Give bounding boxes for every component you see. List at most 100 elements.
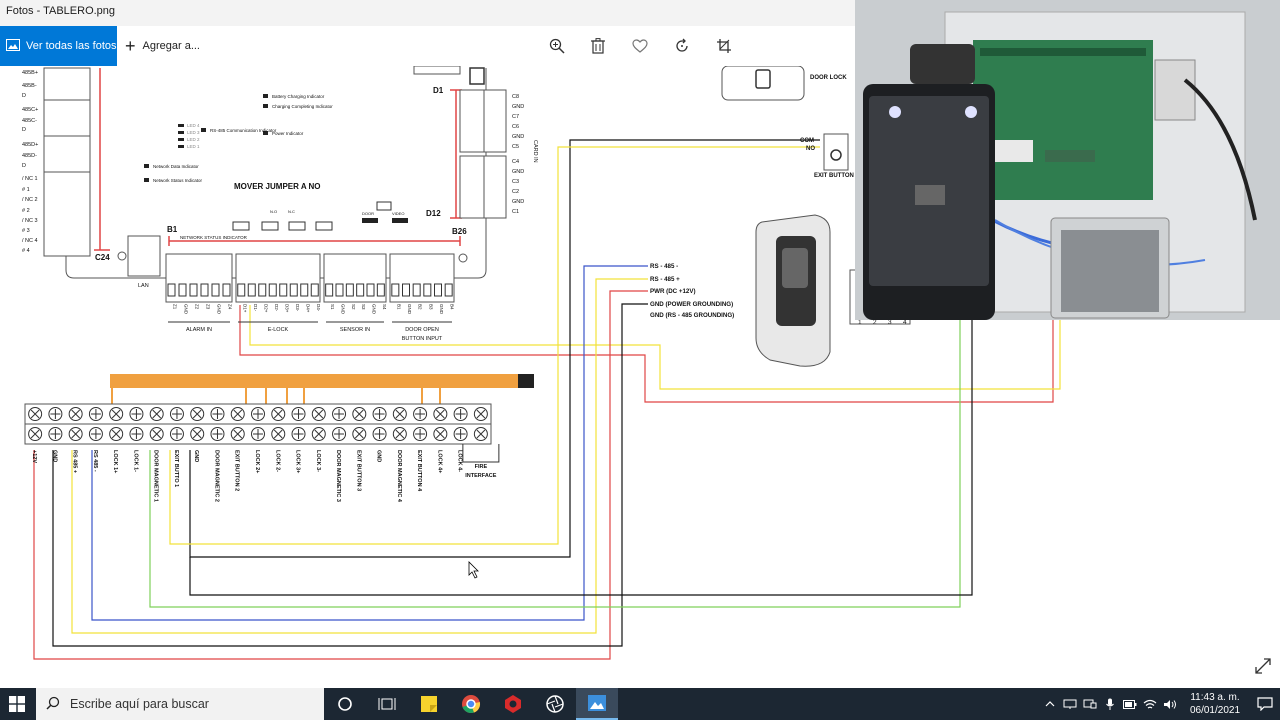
terminal-label: LOCK 1+	[112, 450, 118, 473]
panel-left-label: # 4	[22, 248, 30, 254]
terminal-screw-slot	[233, 429, 243, 439]
add-to-label: Agregar a...	[142, 40, 200, 52]
panel-left-label: D	[22, 93, 26, 99]
indicator-square	[263, 131, 268, 135]
indicator-label: Charging Completing Indicator	[272, 104, 333, 109]
fullscreen-expand-icon[interactable]	[1254, 657, 1274, 677]
connector-pin	[310, 283, 319, 297]
microphone-icon[interactable]	[1100, 688, 1120, 720]
terminal-label: +12V	[31, 450, 37, 463]
terminal-screw-slot	[395, 409, 405, 419]
indicator-square	[201, 128, 206, 132]
connector-pin	[289, 283, 298, 297]
network-icon[interactable]	[1080, 688, 1100, 720]
connector-pin	[335, 283, 344, 297]
card-in-pin-label: C1	[512, 209, 519, 215]
jumper-label: DOOR	[362, 211, 374, 216]
label-lan: LAN	[138, 283, 149, 289]
battery-icon[interactable]	[1120, 688, 1140, 720]
crop-icon[interactable]	[714, 36, 734, 56]
connector-pin-label: D1+	[242, 304, 247, 313]
wifi-icon[interactable]	[1140, 688, 1160, 720]
group-label: SENSOR IN	[340, 327, 370, 333]
cortana-button[interactable]	[324, 688, 366, 720]
aperture-app[interactable]	[534, 688, 576, 720]
terminal-screw-slot	[314, 409, 324, 419]
notification-center-button[interactable]	[1250, 688, 1280, 720]
terminal-label: EXIT BUTTON 3	[355, 450, 361, 491]
connector-pin	[376, 283, 385, 297]
red-app[interactable]	[492, 688, 534, 720]
indicator-label: Power Indicator	[272, 131, 304, 136]
rotate-icon[interactable]	[672, 36, 692, 56]
sticky-notes-app[interactable]	[408, 688, 450, 720]
terminal-screw-slot	[435, 409, 445, 419]
panel-photo-svg	[855, 0, 1280, 320]
connector-pin-label: B4	[450, 304, 455, 310]
add-to-button[interactable]: + Agregar a...	[125, 26, 200, 66]
connector-pin-label: S3	[361, 304, 366, 310]
terminal-label: RS 485 -	[92, 450, 98, 472]
favorite-heart-icon[interactable]	[630, 36, 650, 56]
connector-pin	[391, 283, 400, 297]
connector-pin-label: D2-	[274, 304, 279, 312]
card-in-pin-label: C5	[512, 144, 519, 150]
delete-icon[interactable]	[588, 36, 608, 56]
terminal-label: LOCK 2+	[254, 450, 260, 473]
connector-pin-label: S4	[382, 304, 387, 310]
windows-logo-icon	[9, 696, 25, 712]
terminal-screw-slot	[253, 429, 263, 439]
connector-pin-label: D3-	[295, 304, 300, 312]
volume-icon[interactable]	[1160, 688, 1180, 720]
taskbar-search-box[interactable]: Escribe aquí para buscar	[36, 688, 324, 720]
panel-left-label: / NC 2	[22, 197, 38, 203]
connector-pin-label: B2	[418, 304, 423, 310]
connector-pin-label: GND	[439, 304, 444, 315]
reader-pin-label: PWR (DC +12V)	[650, 288, 696, 295]
connector-pin-label: Z3	[206, 304, 211, 310]
task-view-button[interactable]	[366, 688, 408, 720]
led-label: LED 3	[187, 130, 200, 135]
connector-pin	[258, 283, 267, 297]
start-button[interactable]	[0, 688, 34, 720]
connector-pin-label: Z4	[228, 304, 233, 310]
chevron-up-icon[interactable]	[1040, 688, 1060, 720]
terminal-screw-slot	[455, 429, 466, 439]
door-lock-label: DOOR LOCK	[810, 75, 847, 81]
photos-app[interactable]	[576, 688, 618, 720]
view-all-photos-button[interactable]: Ver todas las fotos	[0, 26, 117, 66]
connector-pin	[412, 283, 421, 297]
connector-pin-label: GND	[372, 304, 377, 315]
terminal-screw-slot	[50, 409, 61, 419]
terminal-label: GND	[51, 450, 57, 462]
card-in-pin-label: C2	[512, 189, 519, 195]
zoom-icon[interactable]	[547, 36, 567, 56]
chrome-app[interactable]	[450, 688, 492, 720]
projector-icon[interactable]	[1060, 688, 1080, 720]
system-clock[interactable]: 11:43 a. m. 06/01/2021	[1180, 691, 1250, 717]
terminal-screw-slot	[415, 409, 426, 419]
card-in-pin-label: C4	[512, 159, 519, 165]
photos-toolbar: Ver todas las fotos + Agregar a...	[0, 26, 855, 66]
connector-pin	[434, 283, 442, 297]
panel-photo-overlay	[855, 0, 1280, 320]
cortana-circle-icon	[338, 697, 352, 711]
connector-pin	[247, 283, 256, 297]
connector-pin	[167, 283, 176, 297]
connector-pin	[178, 283, 187, 297]
terminal-screw-slot	[435, 429, 445, 439]
connector-pin-label: GND	[184, 304, 189, 315]
panel-left-label: / NC 3	[22, 218, 38, 224]
windows-taskbar: Escribe aquí para buscar	[0, 688, 1280, 720]
connector-pin-label: GND	[341, 304, 346, 315]
terminal-screw-slot	[273, 429, 283, 439]
red-app-icon	[505, 695, 521, 713]
panel-left-label: D	[22, 127, 26, 133]
terminal-screw-slot	[293, 409, 304, 419]
panel-left-label: # 1	[22, 187, 30, 193]
panel-left-label: 485D-	[22, 153, 37, 159]
terminal-label: DOOR MAGNETIC 3	[335, 450, 341, 502]
jumper-label: N.C	[288, 209, 295, 214]
wires	[33, 68, 1061, 660]
task-view-icon	[378, 698, 396, 710]
